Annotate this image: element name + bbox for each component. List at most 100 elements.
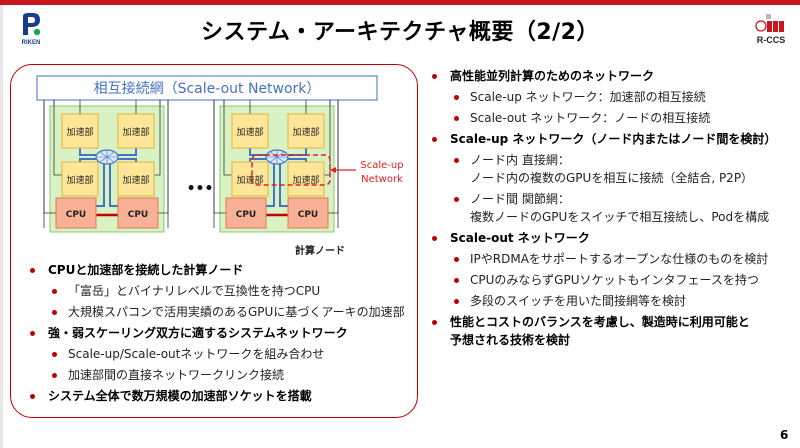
bullet-text: Scale-out ネットワーク [450,231,590,245]
bullet-dot-icon [432,236,437,241]
ellipsis: ••• [187,181,214,197]
accelerator-box [61,113,99,149]
bullet-item: 強・弱スケーリング双方に適するシステムネットワーク [26,327,421,339]
bullet-text: Scale-up/Scale-outネットワークを組み合わせ [68,347,325,361]
bullet-dot-icon [454,299,459,304]
bullet-dot-icon [30,268,35,273]
bullet-text: 多段のスイッチを用いた間接網等を検討 [470,294,687,308]
left-bullet-list: CPUと加速部を接続した計算ノード「富岳」とバイナリレベルで互換性を持つCPU 大… [26,264,421,411]
accelerator-label: 加速部 [292,174,319,186]
bullet-text-continuation: 複数ノードのGPUをスイッチで相互接続し、Podを構成 [470,210,770,224]
accelerator-box [61,161,99,197]
bullet-dot-icon [432,137,437,142]
bullet-text: Scale-up ネットワーク：加速部の相互接続 [470,90,706,104]
bullet-dot-icon [432,74,437,79]
accelerator-box [231,161,269,197]
scaleup-callout-line1: Scale-up [360,160,403,171]
sub-bullet-item: Scale-out ネットワーク：ノードの相互接続 [428,112,798,124]
sub-bullet-item: CPUのみならずGPUソケットもインタフェースを持つ [428,274,798,286]
bullet-dot-icon [52,352,57,357]
svg-text:R-CCS: R-CCS [757,35,786,45]
bullet-text-continuation: 予想される技術を検討 [450,333,571,347]
accelerator-box [117,161,155,197]
bullet-text: ノード間 関節網： [470,192,570,206]
bullet-item: Scale-out ネットワーク [428,232,798,244]
right-bullet-list: 高性能並列計算のためのネットワーク Scale-up ネットワーク：加速部の相互接… [428,70,798,355]
accelerator-label: 加速部 [66,174,93,186]
callout-arrow-head [330,167,336,173]
bullet-dot-icon [454,116,459,121]
sub-bullet-item: 大規模スパコンで活用実績のあるGPUに基づくアーキの加速部 [26,306,421,318]
bullet-text: Scale-out ネットワーク：ノードの相互接続 [470,111,711,125]
accelerator-label: 加速部 [66,126,93,138]
bullet-text: CPUと加速部を接続した計算ノード [48,263,244,277]
bullet-dot-icon [454,197,459,202]
bullet-dot-icon [52,289,57,294]
accelerator-label: 加速部 [236,174,263,186]
accelerator-label: 加速部 [236,126,263,138]
bullet-dot-icon [30,394,35,399]
rccs-logo: R-CCS [755,14,786,45]
cpu-box [117,197,159,229]
bullet-dot-icon [454,257,459,262]
sub-bullet-item: IPやRDMAをサポートするオープンな仕様のものを検討 [428,253,798,265]
accelerator-label: 加速部 [122,126,149,138]
bullet-text: ノード内 直接網： [470,153,570,167]
accelerator-box [231,113,269,149]
bullet-text: システム全体で数万規模の加速部ソケットを搭載 [48,389,312,403]
page-number: 6 [780,428,789,442]
sub-bullet-item: 「富岳」とバイナリレベルで互換性を持つCPU [26,285,421,297]
slide-title: システム・アーキテクチャ概要（2/2） [201,20,599,45]
cpu-box [225,197,267,229]
bullet-text: CPUのみならずGPUソケットもインタフェースを持つ [470,273,759,287]
bullet-text: 強・弱スケーリング双方に適するシステムネットワーク [48,326,348,340]
bullet-item: 性能とコストのバランスを考慮し、製造時に利用可能と予想される技術を検討 [428,316,798,346]
cpu-label: CPU [128,210,149,220]
accelerator-box [287,113,325,149]
cpu-label: CPU [66,210,87,220]
bullet-text: Scale-up ネットワーク（ノード内またはノード間を検討） [450,132,777,146]
scaleup-callout-line2: Network [361,174,403,185]
bullet-dot-icon [52,373,57,378]
accelerator-box [287,161,325,197]
scale-out-network-bar [36,75,378,101]
accelerator-label: 加速部 [122,174,149,186]
sub-bullet-item: 加速部間の直接ネットワークリンク接続 [26,369,421,381]
architecture-diagram: 相互接続網（Scale-out Network） 加速部加速部加速部加速部CPU… [36,75,404,257]
bullet-text: 高性能並列計算のためのネットワーク [450,69,655,83]
bullet-dot-icon [454,95,459,100]
cpu-box [55,197,97,229]
bullet-text: IPやRDMAをサポートするオープンな仕様のものを検討 [470,252,769,266]
left-edge-strip [0,5,3,448]
compute-node-label: 計算ノード [295,244,345,257]
architecture-panel [10,64,418,418]
cpu-label: CPU [236,210,257,220]
bullet-text: 大規模スパコンで活用実績のあるGPUに基づくアーキの加速部 [68,305,405,319]
bullet-text: 「富岳」とバイナリレベルで互換性を持つCPU [68,284,321,298]
accelerator-box [117,113,155,149]
cpu-box [287,197,329,229]
bullet-item: Scale-up ネットワーク（ノード内またはノード間を検討） [428,133,798,145]
sub-bullet-item: ノード間 関節網： 複数ノードのGPUをスイッチで相互接続し、Podを構成 [428,193,798,223]
bullet-dot-icon [432,320,437,325]
svg-text:RIKEN: RIKEN [22,40,41,46]
bullet-item: 高性能並列計算のためのネットワーク [428,70,798,82]
sub-bullet-item: Scale-up ネットワーク：加速部の相互接続 [428,91,798,103]
bullet-text: 加速部間の直接ネットワークリンク接続 [68,368,285,382]
bullet-text-continuation: ノード内の複数のGPUを相互に接続（全結合, P2P） [470,171,754,185]
bullet-dot-icon [454,158,459,163]
sub-bullet-item: Scale-up/Scale-outネットワークを組み合わせ [26,348,421,360]
bullet-text: 性能とコストのバランスを考慮し、製造時に利用可能と [450,315,750,329]
bullet-item: CPUと加速部を接続した計算ノード [26,264,421,276]
scale-out-network-label: 相互接続網（Scale-out Network） [94,80,321,97]
sub-bullet-item: 多段のスイッチを用いた間接網等を検討 [428,295,798,307]
sub-bullet-item: ノード内 直接網： ノード内の複数のGPUを相互に接続（全結合, P2P） [428,154,798,184]
cpu-label: CPU [298,210,319,220]
riken-logo: RIKEN [22,13,41,46]
scale-up-highlight [251,154,331,186]
bullet-dot-icon [30,331,35,336]
top-accent-bar [0,0,800,5]
bullet-dot-icon [52,310,57,315]
